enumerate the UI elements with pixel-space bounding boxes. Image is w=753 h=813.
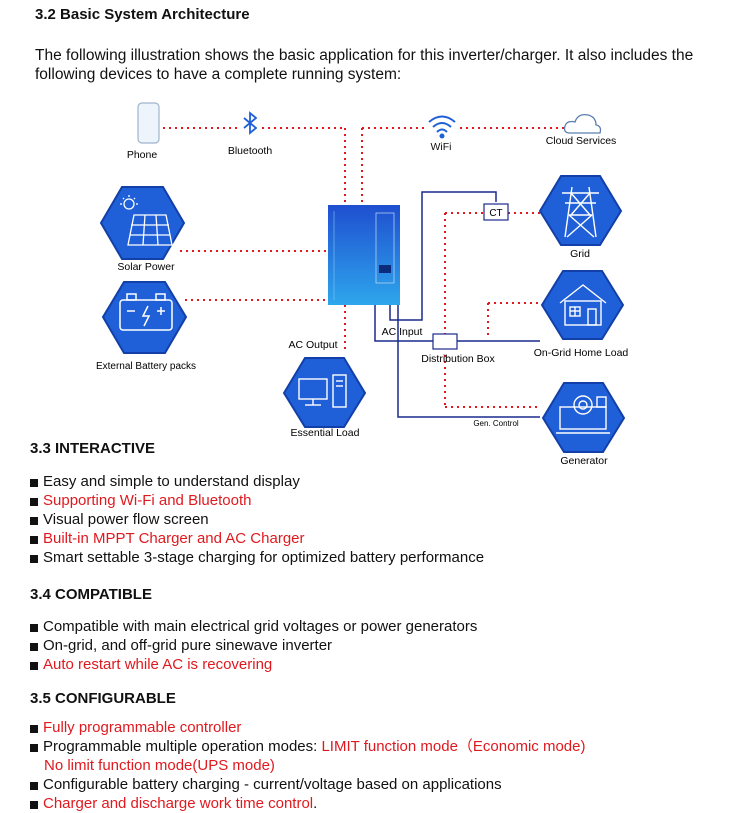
ct-box [483,203,509,221]
inverter-icon [328,205,400,305]
phone-label: Phone [127,149,158,161]
house-icon [559,284,607,326]
essential-node: Essential Load [282,357,367,439]
wifi-label: WiFi [431,141,452,153]
list-item: Smart settable 3-stage charging for opti… [30,548,484,567]
list-item-text: Programmable multiple operation modes: [43,738,322,755]
system-architecture-diagram: Phone Bluetooth WiFi Cloud Services [96,102,629,467]
list-item: Compatible with main electrical grid vol… [30,617,477,636]
section-title-architecture: 3.2 Basic System Architecture [35,6,250,23]
ac-input-label: AC Input [382,326,423,338]
distribution-box [432,333,458,350]
list-item-text-highlight: LIMIT function mode（Economic mode) [321,738,586,755]
inverter-node [328,205,400,305]
cloud-label: Cloud Services [546,135,617,147]
list-item-text: Compatible with main electrical grid vol… [43,618,478,635]
phone-icon [137,102,160,144]
list-item-text: Visual power flow screen [43,511,209,528]
ac-output-label: AC Output [288,339,337,351]
compatible-list: Compatible with main electrical grid vol… [30,617,477,674]
power-wires [374,191,540,418]
list-item: Visual power flow screen [30,510,484,529]
list-item-text: Fully programmable controller [43,719,242,736]
essential-label: Essential Load [291,427,360,439]
grid-node: Grid [538,175,623,260]
solar-node: Solar Power [99,186,186,273]
list-item-text: Auto restart while AC is recovering [43,656,273,673]
generator-node: Generator [541,382,626,467]
phone-node: Phone [127,102,160,161]
power-tower-icon [562,186,599,238]
distribution-label: Distribution Box [421,353,495,365]
list-item-text: Easy and simple to understand display [43,473,300,490]
list-item: Auto restart while AC is recovering [30,655,477,674]
bluetooth-icon [243,111,258,135]
list-item: Built-in MPPT Charger and AC Charger [30,529,484,548]
list-item-text: Supporting Wi-Fi and Bluetooth [43,492,252,509]
battery-label: External Battery packs [96,361,196,372]
list-item-text: On-grid, and off-grid pure sinewave inve… [43,637,333,654]
list-item: Supporting Wi-Fi and Bluetooth [30,491,484,510]
list-item-text: Charger and discharge work time control [43,795,314,812]
list-item-text-tail: . [313,795,318,812]
section-title-configurable: 3.5 CONFIGURABLE [30,690,176,707]
list-item-text: Built-in MPPT Charger and AC Charger [43,530,305,547]
computer-icon [298,374,347,408]
dotted-lines [163,127,565,408]
configurable-list: Fully programmable controller Programmab… [30,718,585,813]
gen-control-label: Gen. Control [473,419,519,428]
bluetooth-node: Bluetooth [228,111,273,157]
cloud-node: Cloud Services [546,114,617,147]
interactive-list: Easy and simple to understand display Su… [30,472,484,567]
home-label: On-Grid Home Load [534,347,629,359]
list-item-text: No limit function mode(UPS mode) [44,757,275,774]
list-item: Easy and simple to understand display [30,472,484,491]
list-item: Charger and discharge work time control. [30,794,585,813]
list-item-text: Configurable battery charging - current/… [43,776,502,793]
cloud-icon [563,114,602,134]
home-node: On-Grid Home Load [534,270,629,359]
bluetooth-label: Bluetooth [228,145,273,157]
list-item: On-grid, and off-grid pure sinewave inve… [30,636,477,655]
battery-icon [119,293,173,331]
solar-panel-icon [120,195,173,246]
battery-node: External Battery packs [96,281,196,372]
wifi-node: WiFi [428,115,456,153]
wifi-icon [428,115,456,139]
list-item-text: Smart settable 3-stage charging for opti… [43,549,485,566]
ct-label: CT [489,208,502,219]
generator-label: Generator [560,455,608,467]
list-item: Programmable multiple operation modes: L… [30,737,585,756]
intro-paragraph: The following illustration shows the bas… [35,47,694,83]
solar-label: Solar Power [117,261,175,273]
list-item: Fully programmable controller [30,718,585,737]
grid-label: Grid [570,248,590,260]
section-title-compatible: 3.4 COMPATIBLE [30,586,152,603]
list-item-continuation: No limit function mode(UPS mode) [30,756,585,775]
section-title-interactive: 3.3 INTERACTIVE [30,440,156,457]
list-item: Configurable battery charging - current/… [30,775,585,794]
generator-icon [556,395,610,434]
